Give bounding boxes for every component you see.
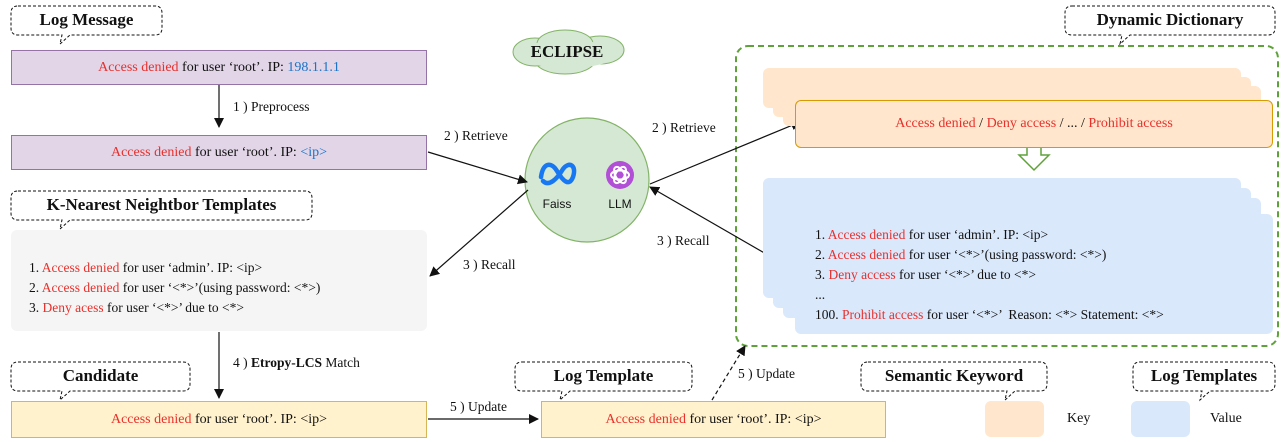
faiss-meta-icon <box>538 161 634 189</box>
callout-candidate: Candidate <box>62 366 139 385</box>
llm-openai-icon <box>606 161 634 189</box>
callout-dynamic-dictionary: Dynamic Dictionary <box>1096 10 1244 29</box>
knn-row: 1. Access denied for user ‘admin’. IP: <… <box>29 260 263 275</box>
log-template-box: Access denied for user ‘root’. IP: <ip> <box>541 401 886 438</box>
key-separator-1: / <box>975 116 987 131</box>
eclipse-label: ECLIPSE <box>530 42 604 61</box>
candidate-keyword: Access denied <box>110 411 192 427</box>
key-deny-access: Deny access <box>986 116 1057 131</box>
preprocessed-keyword: Access denied <box>110 144 192 160</box>
key-separator-2: / ... / <box>1056 116 1089 131</box>
dictionary-value-box: 1. Access denied for user ‘admin’. IP: <… <box>795 214 1273 334</box>
step-match: 4 ) Etropy-LCS Match <box>233 355 360 370</box>
callout-log-message: Log Message <box>39 10 134 29</box>
preprocessed-box: Access denied for user ‘root’. IP: <ip> <box>11 135 427 170</box>
candidate-text: for user ‘root’. IP: <ip> <box>191 411 327 427</box>
callout-shape-semantic-keyword <box>860 361 1048 402</box>
log-message-keyword: Access denied <box>98 59 179 75</box>
step-update-bottom: 5 ) Update <box>450 399 507 414</box>
callout-knn-templates: K-Nearest Neightbor Templates <box>46 195 277 214</box>
legend-key-label: Key <box>1067 411 1091 426</box>
callout-shape-log-templates <box>1132 361 1276 402</box>
dictionary-value-row: 2. Access denied for user ‘<*>’(using pa… <box>815 247 1107 262</box>
dictionary-value-row: 1. Access denied for user ‘admin’. IP: <… <box>815 227 1049 242</box>
callout-log-templates: Log Templates <box>1150 366 1258 385</box>
step-preprocess: 1 ) Preprocess <box>233 99 310 114</box>
step-retrieve-left: 2 ) Retrieve <box>444 128 508 143</box>
legend-key-swatch <box>985 401 1044 437</box>
dictionary-key-box: Access denied / Deny access / ... / Proh… <box>795 100 1273 148</box>
log-message-box: Access denied for user ‘root’. IP: 198.1… <box>11 50 427 85</box>
key-prohibit-access: Prohibit access <box>1088 116 1173 131</box>
callout-shape-dynamic-dictionary <box>1064 5 1276 46</box>
key-access-denied: Access denied <box>895 116 976 131</box>
log-message-text: for user ‘root’. IP: <box>178 59 288 75</box>
preprocessed-ip: <ip> <box>300 144 328 160</box>
dynamic-dictionary-frame <box>735 45 1279 347</box>
faiss-label: Faiss <box>542 197 572 211</box>
knn-row: 2. Access denied for user ‘<*>’(using pa… <box>29 280 321 295</box>
dictionary-value-row: ... <box>815 287 826 302</box>
dictionary-value-row: 100. Prohibit access for user ‘<*>’ Reas… <box>815 307 1164 322</box>
callout-shape-log-template <box>514 361 693 402</box>
log-template-keyword: Access denied <box>605 411 686 427</box>
step-retrieve-right: 2 ) Retrieve <box>652 120 716 135</box>
callout-shape-log-message <box>10 5 163 46</box>
eclipse-cloud <box>512 29 625 75</box>
step-recall-right: 3 ) Recall <box>657 233 710 248</box>
preprocessed-text: for user ‘root’. IP: <box>191 144 301 160</box>
callout-semantic-keyword: Semantic Keyword <box>884 366 1024 385</box>
step-recall-left: 3 ) Recall <box>463 257 516 272</box>
callout-shape-candidate <box>10 361 191 402</box>
legend-value-swatch <box>1131 401 1190 437</box>
retriever-icons: Faiss LLM <box>535 155 645 215</box>
candidate-box: Access denied for user ‘root’. IP: <ip> <box>11 401 427 438</box>
knn-row: 3. Deny acess for user ‘<*>’ due to <*> <box>29 300 245 315</box>
legend-value-label: Value <box>1210 411 1242 426</box>
log-template-text: for user ‘root’. IP: <ip> <box>685 411 822 427</box>
log-message-ip: 198.1.1.1 <box>287 59 340 75</box>
llm-label: LLM <box>608 197 632 211</box>
callout-log-template: Log Template <box>553 366 654 385</box>
dictionary-value-row: 3. Deny access for user ‘<*>’ due to <*> <box>815 267 1037 282</box>
step-update-up: 5 ) Update <box>738 366 795 381</box>
callout-shape-knn <box>10 190 313 231</box>
knn-templates-box: 1. Access denied for user ‘admin’. IP: <… <box>11 230 427 331</box>
